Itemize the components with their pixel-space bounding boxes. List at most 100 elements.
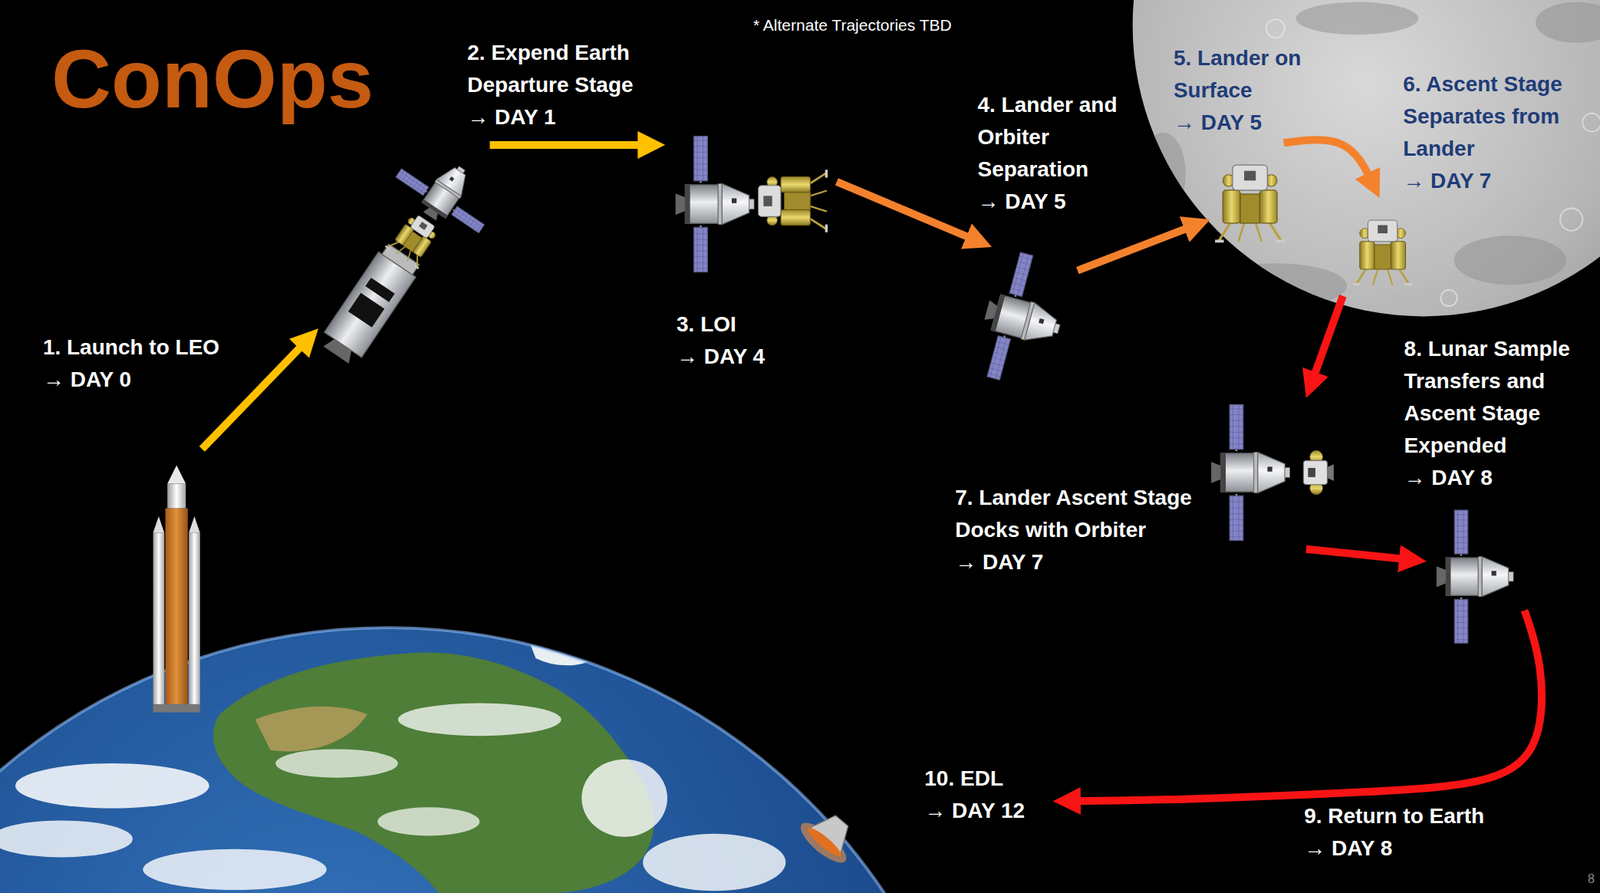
earth [581, 759, 668, 837]
entry-capsule [804, 823, 844, 860]
step-day: → DAY 5 [1173, 106, 1320, 139]
earth [0, 627, 985, 893]
step-day: → DAY 8 [1404, 461, 1586, 494]
earth [0, 820, 133, 858]
launch-vehicle [153, 516, 165, 533]
diagram-title: ConOps [51, 33, 374, 126]
step-title: 2. Expend Earth Departure Stage [467, 36, 659, 102]
step-label: 6. Ascent Stage Separates from Lander→ D… [1402, 68, 1578, 198]
launch-vehicle [188, 516, 201, 533]
leo-stack [388, 140, 504, 244]
flow-arrow [1310, 296, 1344, 386]
loi-stack [758, 169, 828, 232]
moon [1193, 244, 1215, 266]
moon [1560, 207, 1583, 231]
leo-stack [348, 293, 385, 328]
flow-arrow [836, 181, 980, 242]
leo-stack [294, 140, 504, 383]
step-node: 5. Lander on Surface→ DAY 5 [1210, 142, 1291, 249]
step-label: 3. LOI→ DAY 4 [676, 308, 784, 373]
step-node: 6. Ascent Stage Separates from Lander→ D… [1343, 197, 1423, 297]
step-day: → DAY 7 [954, 546, 1210, 579]
step-label: 7. Lander Ascent Stage Docks with Orbite… [954, 481, 1210, 579]
lunar-lander [1353, 220, 1413, 286]
step-node: 2. Expend Earth Departure Stage→ DAY 1 [318, 134, 491, 360]
earth [0, 703, 786, 892]
launch-vehicle [153, 465, 201, 713]
step-node: 8. Lunar Sample Transfers and Ascent Sta… [1426, 500, 1525, 652]
flow-arrow [1283, 139, 1374, 186]
step-node: 7. Lander Ascent Stage Docks with Orbite… [1201, 398, 1345, 550]
earth [275, 748, 399, 777]
leo-stack [365, 277, 395, 303]
launch-vehicle [153, 704, 201, 713]
launch-vehicle [167, 483, 186, 509]
launch-vehicle [153, 532, 165, 704]
earth [530, 638, 603, 666]
edge-label: 9. Return to Earth → DAY 8 [1303, 800, 1496, 865]
note-text: * Alternate Trajectories TBD [753, 15, 952, 35]
docked-stack [1211, 404, 1334, 540]
step-label: 8. Lunar Sample Transfers and Ascent Sta… [1404, 332, 1586, 494]
moon [1440, 289, 1457, 307]
step-node: 4. Lander and Orbiter Separation→ DAY 5 [967, 246, 1078, 392]
moon [1582, 113, 1600, 132]
flow-arrow [1077, 223, 1198, 270]
step-title: 7. Lander Ascent Stage Docks with Orbite… [954, 481, 1210, 547]
step-day: → DAY 7 [1402, 164, 1578, 198]
earth [255, 706, 368, 752]
earth [142, 849, 326, 890]
moon [1132, 0, 1600, 317]
moon [1132, 0, 1600, 317]
earth [398, 703, 562, 737]
launch-vehicle [188, 532, 201, 704]
moon [1140, 132, 1186, 214]
step-label: 4. Lander and Orbiter Separation→ DAY 5 [977, 88, 1135, 218]
earth [0, 627, 985, 893]
moon [1204, 263, 1347, 309]
loi-stack [675, 136, 828, 273]
step-day: → DAY 5 [977, 185, 1135, 218]
docked-stack [1211, 404, 1290, 540]
step-title: 1. Launch to LEO [42, 331, 235, 364]
earth [0, 627, 985, 893]
moon [1140, 2, 1600, 309]
earth [15, 763, 210, 809]
step-label: 10. EDL→ DAY 12 [924, 762, 1040, 827]
step-label: 5. Lander on Surface→ DAY 5 [1173, 42, 1320, 139]
loi-stack [675, 136, 754, 273]
step-title: 4. Lander and Orbiter Separation [977, 88, 1135, 186]
step-node: 1. Launch to LEO→ DAY 0 [142, 448, 209, 720]
page-number: 8 [1587, 871, 1595, 886]
orion-spacecraft [1436, 510, 1514, 643]
launch-vehicle [165, 507, 188, 704]
moon [1296, 2, 1419, 36]
flow-arrow [1066, 610, 1542, 802]
step-label: 2. Expend Earth Departure Stage→ DAY 1 [467, 36, 659, 134]
moon [1535, 2, 1600, 43]
step-day: → DAY 0 [42, 363, 235, 396]
flow-arrow [490, 141, 652, 149]
entry-capsule [795, 802, 865, 870]
step-node: 3. LOI→ DAY 4 [665, 130, 837, 282]
docked-stack [1303, 450, 1334, 494]
earth [642, 833, 786, 891]
step-title: 8. Lunar Sample Transfers and Ascent Sta… [1404, 332, 1586, 462]
moon [1454, 235, 1567, 285]
step-node: 10. EDL→ DAY 12 [806, 757, 1054, 860]
step-day: → DAY 1 [467, 101, 659, 134]
flow-arrow [1306, 549, 1413, 560]
step-title: 3. LOI [676, 308, 784, 341]
step-title: 5. Lander on Surface [1173, 42, 1320, 107]
lunar-lander [1214, 164, 1285, 243]
orion-spacecraft [970, 247, 1076, 392]
step-day: → DAY 12 [924, 794, 1040, 827]
earth [377, 806, 480, 836]
earth [0, 627, 985, 893]
moon [1142, 19, 1600, 307]
step-title: 6. Ascent Stage Separates from Lander [1402, 68, 1578, 165]
